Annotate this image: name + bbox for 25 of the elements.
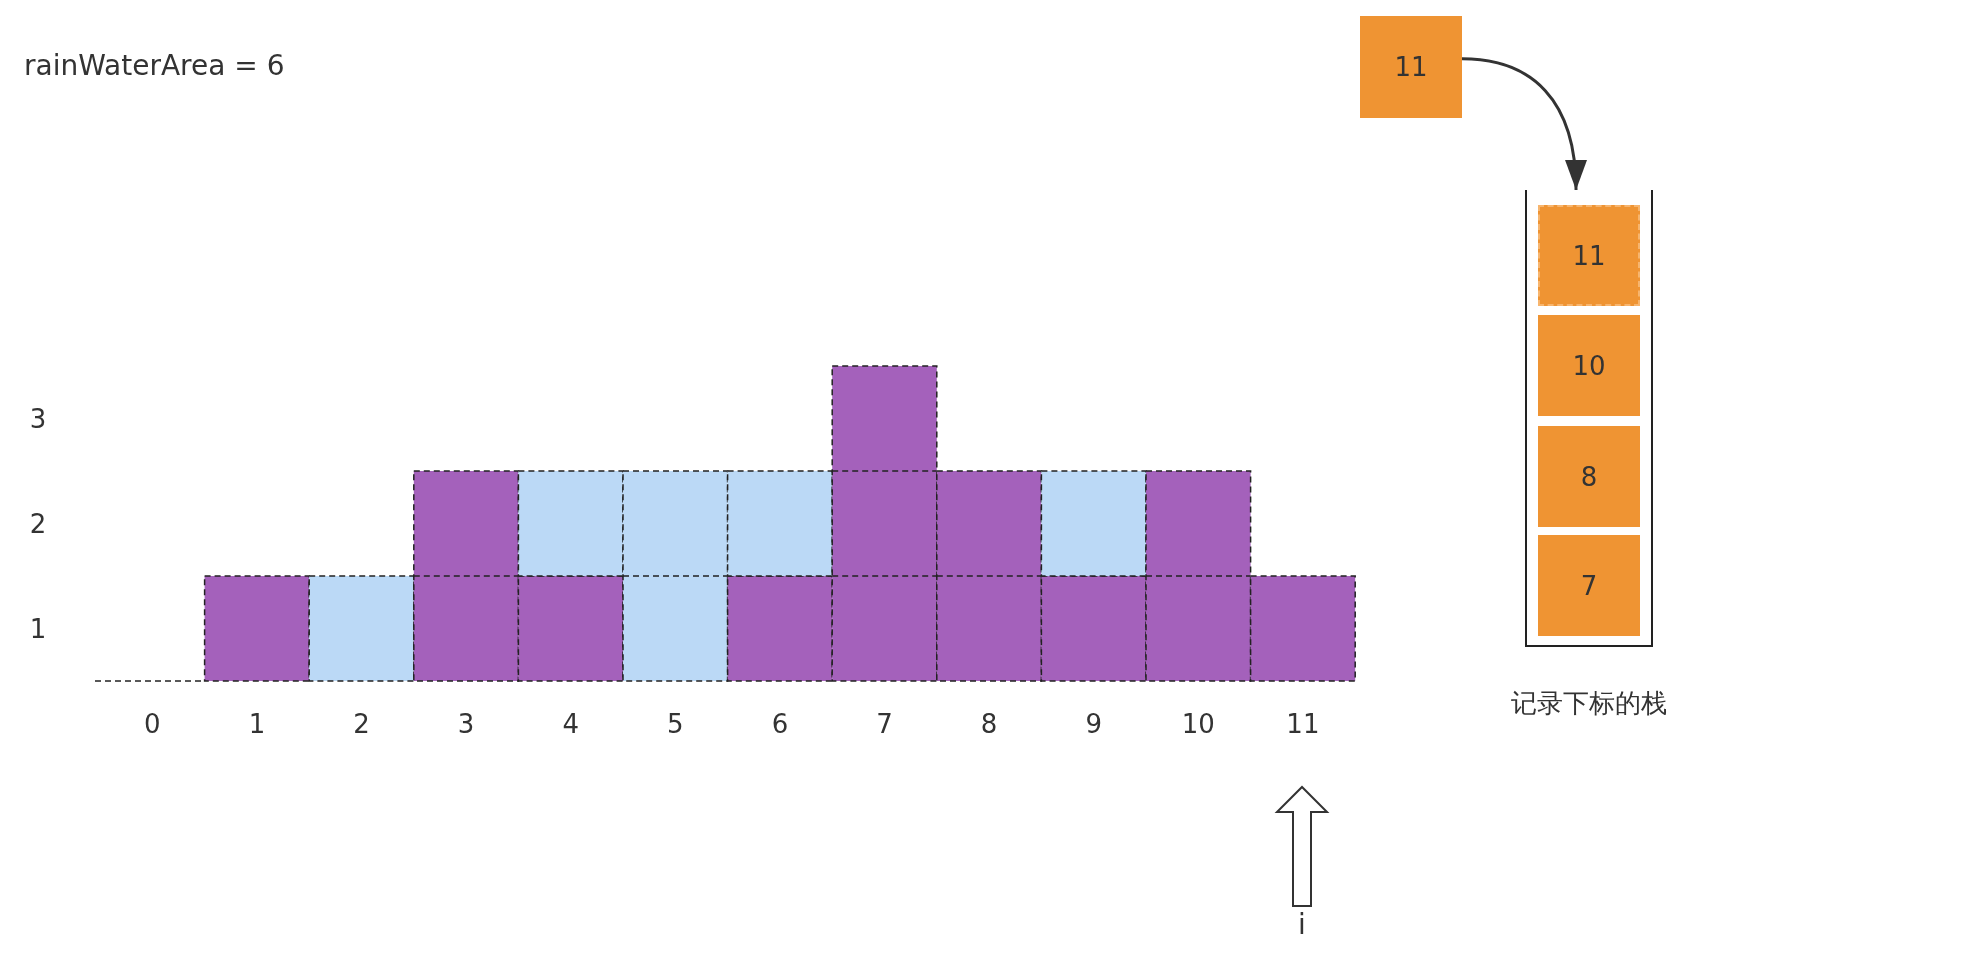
category-label: 7 (876, 709, 893, 739)
stack-item: 11 (1538, 205, 1640, 306)
stack-item: 10 (1538, 315, 1640, 416)
number-box: 11 (1360, 16, 1462, 118)
tick-label: 1 (29, 613, 47, 644)
curved-arrow (1461, 57, 1586, 191)
stack-item: 7 (1538, 535, 1640, 636)
hollow-arrow (1274, 785, 1330, 907)
category-label: 8 (980, 709, 998, 739)
category-label: 6 (771, 709, 789, 739)
pointer-label: i (1282, 906, 1322, 942)
result-label: rainWaterArea = 6 (24, 49, 285, 82)
category-label: 9 (1085, 709, 1102, 739)
category-label: 10 (1181, 709, 1215, 739)
category-label: 5 (667, 709, 684, 739)
category-label: 4 (562, 709, 579, 739)
stack-caption: 记录下标的栈 (1510, 687, 1668, 720)
category-label: 2 (353, 709, 370, 739)
category-label: 1 (248, 709, 266, 739)
tick-label: 2 (29, 508, 47, 539)
category-label: 3 (457, 709, 475, 739)
category-label: 0 (144, 709, 161, 739)
stack-item: 8 (1538, 426, 1640, 527)
tick-label: 3 (29, 403, 47, 434)
category-label: 11 (1286, 709, 1320, 739)
